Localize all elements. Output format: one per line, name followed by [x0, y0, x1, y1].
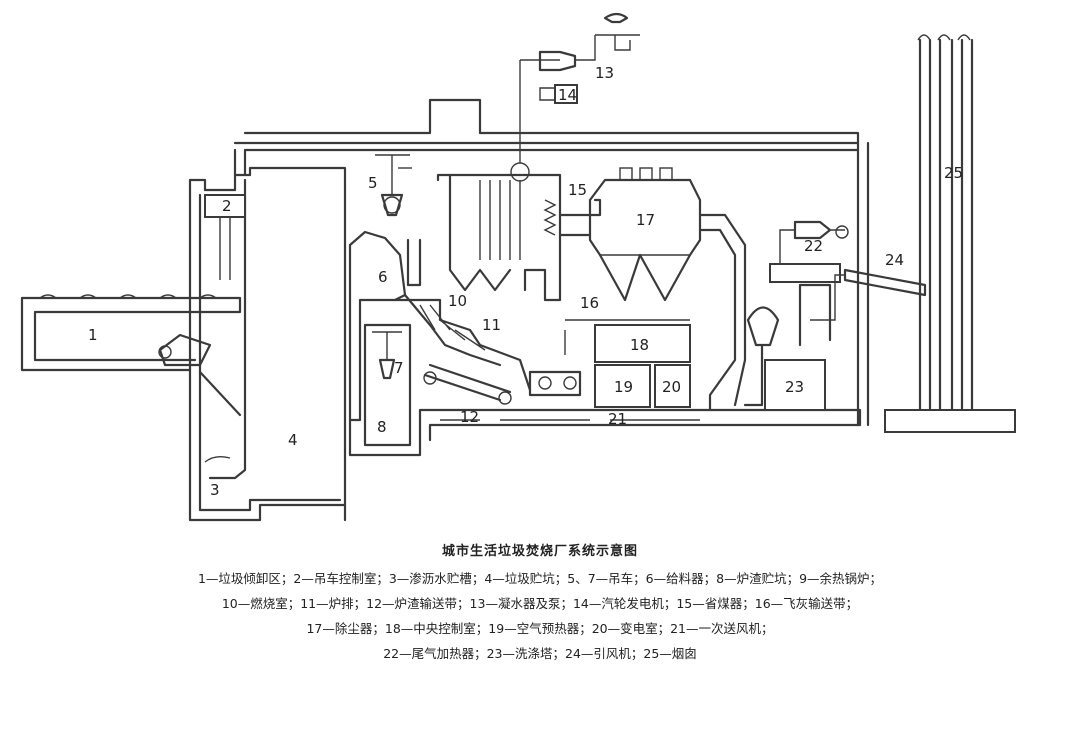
waste-heat-boiler [436, 60, 562, 302]
label-22: 22 [804, 237, 823, 255]
label-23: 23 [785, 378, 804, 396]
diagram-title: 城市生活垃圾焚烧厂系统示意图 [441, 544, 638, 559]
label-15: 15 [568, 181, 587, 199]
label-8: 8 [377, 418, 387, 436]
legend: 1—垃圾倾卸区；2—吊车控制室；3—渗沥水贮槽；4—垃圾贮坑；5、7—吊车；6—… [0, 566, 1080, 666]
label-6: 6 [378, 268, 388, 286]
label-13: 13 [595, 64, 614, 82]
incineration-plant-diagram: 1 2 3 4 5 6 7 8 10 11 12 13 14 15 16 17 … [20, 12, 1016, 522]
legend-row-3: 17—除尘器；18—中央控制室；19—空气预热器；20—变电室；21—一次送风机… [306, 621, 774, 636]
label-4: 4 [288, 431, 298, 449]
label-17: 17 [636, 211, 655, 229]
chimney [884, 34, 1016, 433]
legend-row-2: 10—燃烧室；11—炉排；12—炉渣输送带；13—凝水器及泵；14—汽轮发电机；… [221, 596, 859, 611]
label-16: 16 [580, 294, 599, 312]
dust-collector [588, 167, 747, 412]
economizer-duct [558, 198, 602, 237]
label-5: 5 [368, 174, 378, 192]
label-19: 19 [614, 378, 633, 396]
legend-row-4: 22—尾气加热器；23—洗涤塔；24—引风机；25—烟囱 [383, 646, 697, 661]
turbine-generator [520, 12, 640, 104]
label-24: 24 [885, 251, 904, 269]
label-1: 1 [88, 326, 98, 344]
label-14: 14 [558, 86, 577, 104]
label-12: 12 [460, 408, 479, 426]
label-18: 18 [630, 336, 649, 354]
label-3: 3 [210, 481, 220, 499]
flue-gas-treatment [743, 220, 927, 411]
slag-pit [348, 323, 862, 457]
label-11: 11 [482, 316, 501, 334]
label-21: 21 [608, 410, 627, 428]
label-7: 7 [394, 359, 404, 377]
garbage-pit-building [188, 166, 347, 522]
crane-5 [375, 154, 412, 217]
label-20: 20 [662, 378, 681, 396]
label-2: 2 [222, 197, 232, 215]
roof-structure [233, 98, 870, 427]
label-25: 25 [944, 164, 963, 182]
garbage-unloading-area [20, 294, 242, 417]
legend-row-1: 1—垃圾倾卸区；2—吊车控制室；3—渗沥水贮槽；4—垃圾贮坑；5、7—吊车；6—… [197, 571, 883, 586]
feeder-and-furnace [348, 230, 532, 422]
label-10: 10 [448, 292, 467, 310]
control-block [528, 319, 691, 408]
